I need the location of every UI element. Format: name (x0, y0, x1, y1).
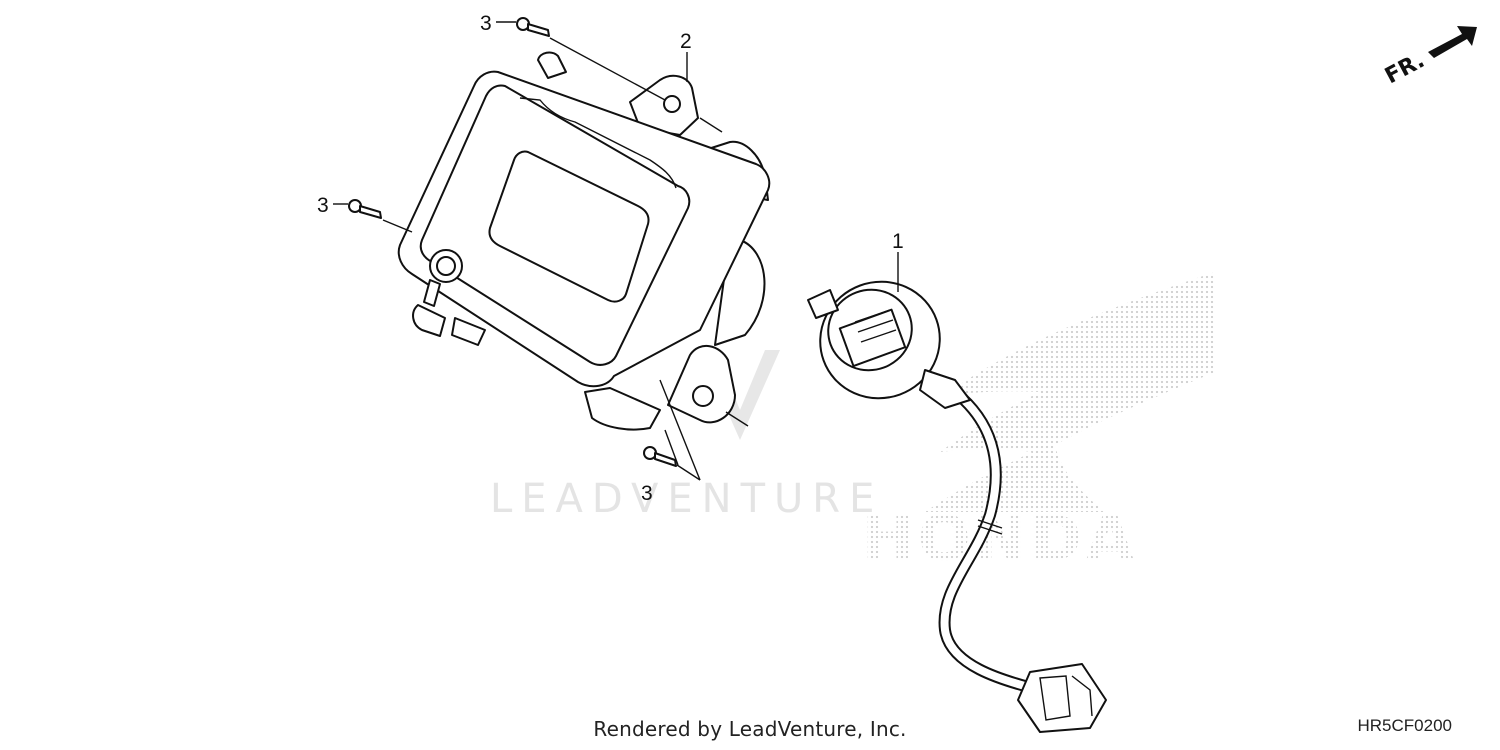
screw-part-3-bottom (643, 446, 677, 467)
callout-1: 1 (892, 230, 904, 253)
callout-3-bottom: 3 (641, 482, 653, 505)
callout-3-top: 3 (480, 12, 492, 35)
leader-lines (333, 21, 899, 481)
honda-wing-logo: HONDA (862, 272, 1215, 575)
front-direction-marker: FR. (1381, 26, 1477, 89)
honda-logo-text: HONDA (862, 502, 1138, 575)
front-direction-label: FR. (1381, 48, 1429, 89)
screw-part-3-top (516, 17, 550, 37)
leadventure-watermark-text: LEADVENTURE (490, 476, 883, 522)
wire-harness-part-1 (807, 280, 1107, 733)
callout-3-left: 3 (317, 194, 329, 217)
screw-part-3-left (348, 199, 382, 219)
meter-assembly-part-2 (397, 51, 771, 431)
diagram-code: HR5CF0200 (1357, 716, 1453, 735)
render-credit-caption: Rendered by LeadVenture, Inc. (593, 717, 907, 741)
callout-2: 2 (680, 30, 692, 53)
